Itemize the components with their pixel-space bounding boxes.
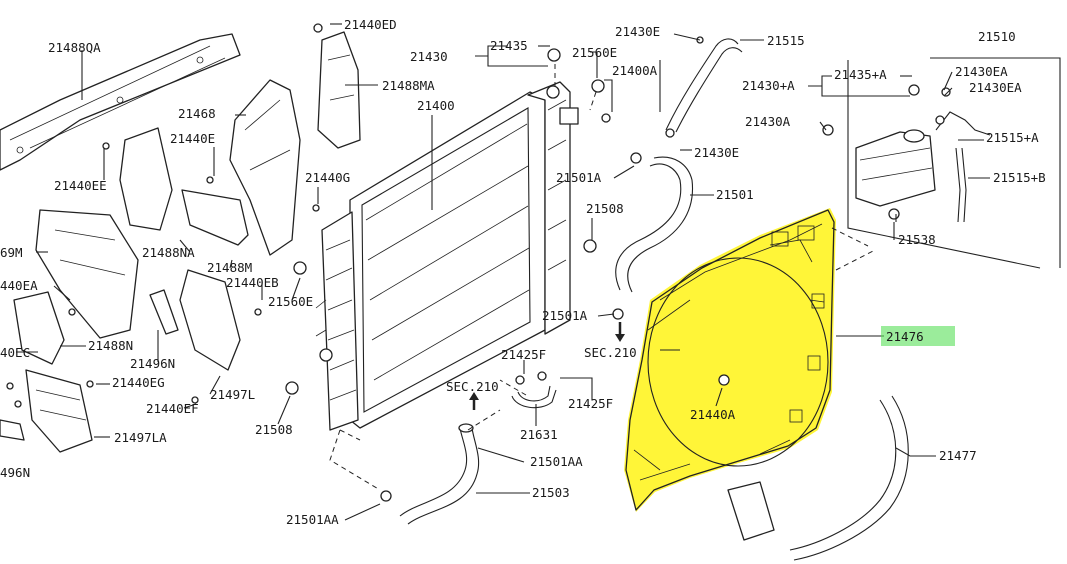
bracket-21488MA <box>317 31 361 149</box>
label-21508-right: 21508 <box>586 201 624 216</box>
part-labels: 21488QA 21440ED 21488MA 21430 21435 2156… <box>0 17 1046 527</box>
label-21430EA-1: 21430EA <box>955 64 1008 79</box>
label-496N: 496N <box>0 465 30 480</box>
hose-21515 <box>665 38 743 138</box>
label-21425F-top: 21425F <box>501 347 546 362</box>
label-21430E-top: 21430E <box>615 24 660 39</box>
label-21488M: 21488M <box>207 260 252 275</box>
label-21496N: 21496N <box>130 356 175 371</box>
hose-21477 <box>727 395 909 561</box>
label-21430A: 21430A <box>745 114 791 129</box>
label-21430EA-2: 21430EA <box>969 80 1022 95</box>
label-21430: 21430 <box>410 49 448 64</box>
strip-21496N <box>0 289 179 441</box>
label-21477: 21477 <box>939 448 977 463</box>
label-21501A-mid: 21501A <box>542 308 588 323</box>
label-21430E-mid: 21430E <box>694 145 739 160</box>
label-21501: 21501 <box>716 187 754 202</box>
label-21440EF: 21440EF <box>146 401 199 416</box>
label-sec210-right: SEC.210 <box>584 345 637 360</box>
fasteners <box>6 23 951 502</box>
label-21400A: 21400A <box>612 63 658 78</box>
deflector-21488NA <box>119 127 249 246</box>
leader-lines <box>16 23 990 521</box>
label-21488MA: 21488MA <box>382 78 435 93</box>
label-21560E-top: 21560E <box>572 45 617 60</box>
guard-21497LA <box>25 369 93 453</box>
label-21501AA-right: 21501AA <box>530 454 583 469</box>
label-21425F-right: 21425F <box>568 396 613 411</box>
label-21515pA: 21515+A <box>986 130 1039 145</box>
fan-shroud-highlight <box>624 208 836 512</box>
label-21501A-top: 21501A <box>556 170 602 185</box>
deflector-21488M <box>35 209 241 371</box>
label-21400: 21400 <box>417 98 455 113</box>
label-69M: 69M <box>0 245 23 260</box>
label-21538: 21538 <box>898 232 936 247</box>
deflector-21488QA <box>0 33 241 171</box>
label-21440EE: 21440EE <box>54 178 107 193</box>
label-21440ED: 21440ED <box>344 17 397 32</box>
label-highlight-21476 <box>881 326 955 346</box>
label-21440EG: 21440EG <box>112 375 165 390</box>
label-21440A: 21440A <box>690 407 736 422</box>
label-440EA: 440EA <box>0 278 38 293</box>
label-21440EB: 21440EB <box>226 275 279 290</box>
label-21515: 21515 <box>767 33 805 48</box>
radiator-21400 <box>315 81 579 431</box>
label-21430pA: 21430+A <box>742 78 795 93</box>
label-21435pA: 21435+A <box>834 67 887 82</box>
label-21560E-mid: 21560E <box>268 294 313 309</box>
label-40EC: 40EC <box>0 345 30 360</box>
label-21497LA: 21497LA <box>114 430 167 445</box>
hose-21501 <box>615 156 694 293</box>
hose-21503 <box>399 423 480 525</box>
label-21515pB: 21515+B <box>993 170 1046 185</box>
reservoir-tank <box>847 57 1061 269</box>
section-arrows <box>469 322 625 410</box>
fan-shroud-21476 <box>625 209 876 511</box>
label-21510: 21510 <box>978 29 1016 44</box>
label-21488QA: 21488QA <box>48 40 101 55</box>
label-21631: 21631 <box>520 427 558 442</box>
label-21476: 21476 <box>886 329 924 344</box>
label-21501AA-left: 21501AA <box>286 512 339 527</box>
bracket-21468 <box>229 79 301 256</box>
label-21440E: 21440E <box>170 131 215 146</box>
deflector-21488N <box>13 291 65 365</box>
hose-21631 <box>511 385 557 409</box>
label-21468: 21468 <box>178 106 216 121</box>
label-21488N: 21488N <box>88 338 133 353</box>
label-sec210-mid: SEC.210 <box>446 379 499 394</box>
label-21508-left: 21508 <box>255 422 293 437</box>
label-21440G: 21440G <box>305 170 350 185</box>
label-21503: 21503 <box>532 485 570 500</box>
label-21497L: 21497L <box>210 387 255 402</box>
label-21435: 21435 <box>490 38 528 53</box>
label-21488NA: 21488NA <box>142 245 195 260</box>
